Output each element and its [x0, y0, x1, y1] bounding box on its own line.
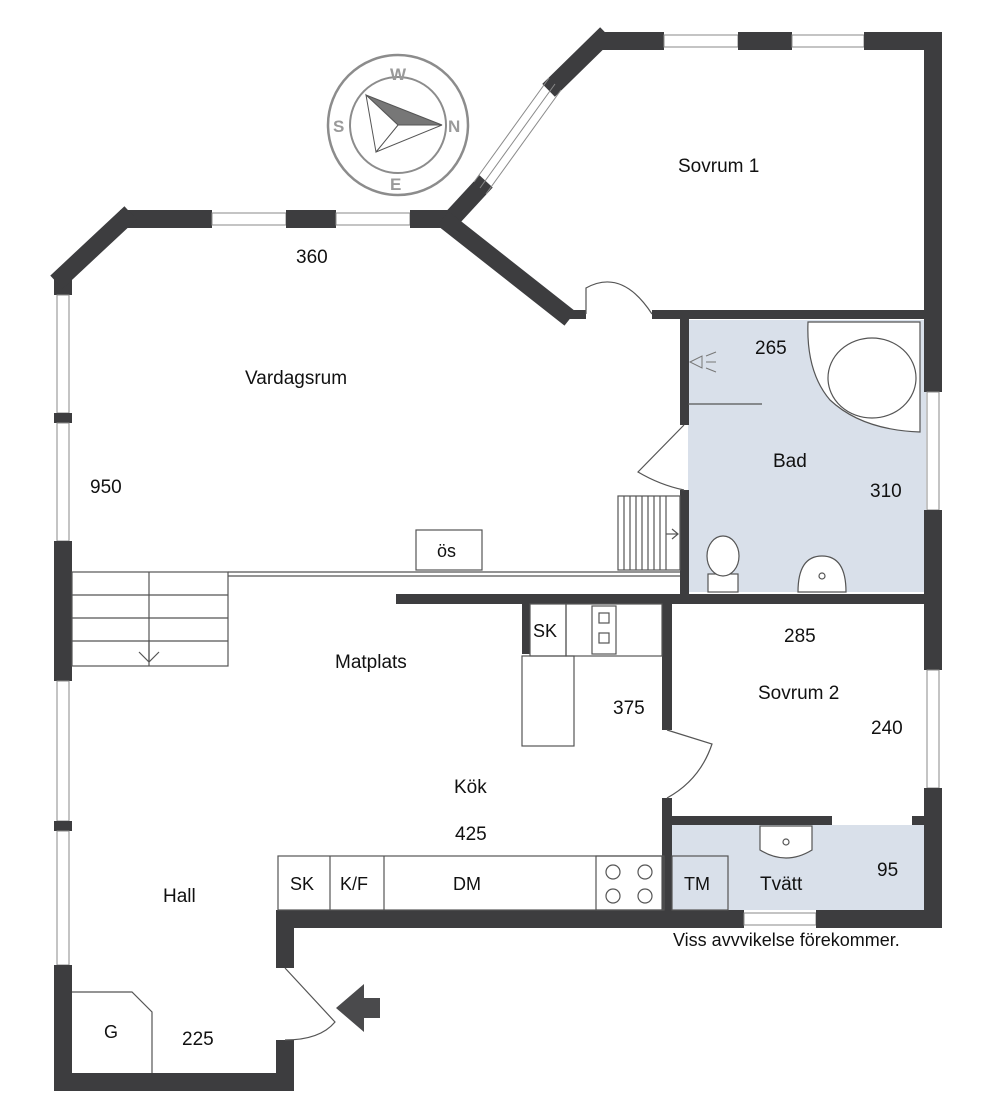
dimension-285: 285 [784, 626, 816, 647]
interior-walls [396, 310, 942, 918]
room-vardagsrum-label: Vardagsrum [245, 368, 347, 389]
room-hall-label: Hall [163, 886, 196, 907]
room-sovrum1-label: Sovrum 1 [678, 156, 759, 177]
dimension-225: 225 [182, 1029, 214, 1050]
door-sovrum2 [666, 729, 713, 799]
dimension-425: 425 [455, 824, 487, 845]
compass-north: N [448, 117, 460, 136]
fixture-dm-label: DM [453, 874, 481, 894]
compass-rose: N S W E [326, 53, 470, 197]
compass-south: S [333, 117, 344, 136]
fixture-g-label: G [104, 1022, 118, 1042]
diagonal-window [473, 77, 562, 195]
dimension-375: 375 [613, 698, 645, 719]
diagonal-walls [50, 27, 613, 326]
room-tvatt-label: Tvätt [760, 874, 803, 895]
door-sovrum1 [585, 281, 653, 315]
doors [284, 281, 762, 1041]
fixture-tm-label: TM [684, 874, 710, 894]
room-kok-label: Kök [454, 777, 487, 798]
room-bad-label: Bad [773, 451, 807, 472]
room-matplats-label: Matplats [335, 652, 407, 673]
dimension-95: 95 [877, 860, 898, 881]
shower-icon [688, 351, 717, 373]
dimension-360: 360 [296, 247, 328, 268]
room-sovrum2-label: Sovrum 2 [758, 683, 839, 704]
kitchen-fixtures [72, 529, 729, 1073]
entrance-arrow-icon [336, 984, 380, 1032]
dimension-265: 265 [755, 338, 787, 359]
dimension-240: 240 [871, 718, 903, 739]
door-bad [637, 424, 685, 491]
dimension-950: 950 [90, 477, 122, 498]
staircase-main [71, 571, 680, 667]
fixture-kf-label: K/F [340, 874, 368, 894]
door-entrance [284, 967, 336, 1041]
fixture-os-label: ös [437, 541, 456, 561]
staircase-small [617, 495, 681, 571]
fixture-sk-upper-label: SK [533, 621, 557, 641]
compass-east: E [390, 175, 401, 194]
disclaimer-text: Viss avvvikelse förekommer. [673, 930, 900, 950]
fixture-sk-lower-label: SK [290, 874, 314, 894]
bathroom-fixtures [706, 321, 921, 859]
compass-west: W [390, 65, 407, 84]
dimension-310: 310 [870, 481, 902, 502]
